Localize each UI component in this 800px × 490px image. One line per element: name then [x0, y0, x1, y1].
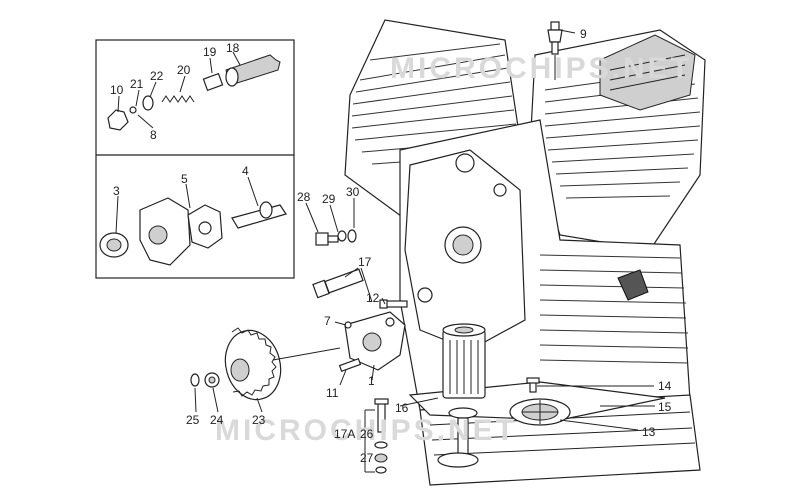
pressure-sender-9 — [547, 21, 563, 55]
label-25: 25 — [186, 413, 200, 427]
label-1: 1 — [368, 374, 375, 388]
inset-pump-internals — [99, 197, 287, 266]
label-17a: 17A — [334, 427, 355, 441]
label-18: 18 — [226, 41, 240, 55]
label-11: 11 — [326, 386, 339, 400]
nut-24-washer-25 — [190, 372, 220, 388]
label-3: 3 — [113, 184, 120, 198]
label-22: 22 — [150, 69, 164, 83]
relief-valve-bolt-17 — [312, 268, 364, 299]
label-20: 20 — [177, 63, 191, 77]
pump-sprocket-23 — [224, 327, 282, 401]
label-15: 15 — [658, 400, 672, 414]
label-9: 9 — [580, 27, 587, 41]
label-21: 21 — [130, 77, 144, 91]
label-13: 13 — [642, 425, 656, 439]
label-5: 5 — [181, 172, 188, 186]
label-30: 30 — [346, 185, 360, 199]
bolt-26-washer-27 — [374, 398, 389, 474]
label-27: 27 — [360, 451, 374, 465]
filter-cover-assembly — [437, 407, 479, 468]
oil-filter-16 — [442, 323, 486, 399]
label-10: 10 — [110, 83, 124, 97]
label-19: 19 — [203, 45, 217, 59]
oil-strainer-13 — [509, 398, 571, 426]
label-24: 24 — [210, 413, 224, 427]
label-28: 28 — [297, 190, 311, 204]
inset-relief-valve-parts — [107, 54, 281, 131]
bolt-28-washer-29-seal-30 — [315, 229, 357, 246]
label-7: 7 — [324, 314, 331, 328]
label-17: 17 — [358, 255, 372, 269]
label-26: 26 — [360, 427, 374, 441]
crankcase-fins — [539, 254, 689, 364]
label-29: 29 — [322, 192, 336, 206]
bolt-11 — [338, 357, 362, 373]
label-4: 4 — [242, 164, 249, 178]
watermark-top: MICROCHIPS.NET — [390, 52, 692, 85]
oil-pump-1 — [344, 311, 406, 371]
label-14: 14 — [658, 379, 672, 393]
leader-lines — [115, 29, 655, 473]
label-12: 12 — [366, 291, 380, 305]
inset-frame — [95, 39, 295, 279]
label-23: 23 — [252, 413, 266, 427]
label-8: 8 — [150, 128, 157, 142]
watermark-bottom: MICROCHIPS.NET — [215, 414, 517, 447]
label-16: 16 — [395, 401, 409, 415]
part-labels: 10 21 22 20 19 18 8 3 5 4 28 29 30 9 17 … — [110, 27, 672, 465]
bolt-14 — [526, 377, 540, 393]
